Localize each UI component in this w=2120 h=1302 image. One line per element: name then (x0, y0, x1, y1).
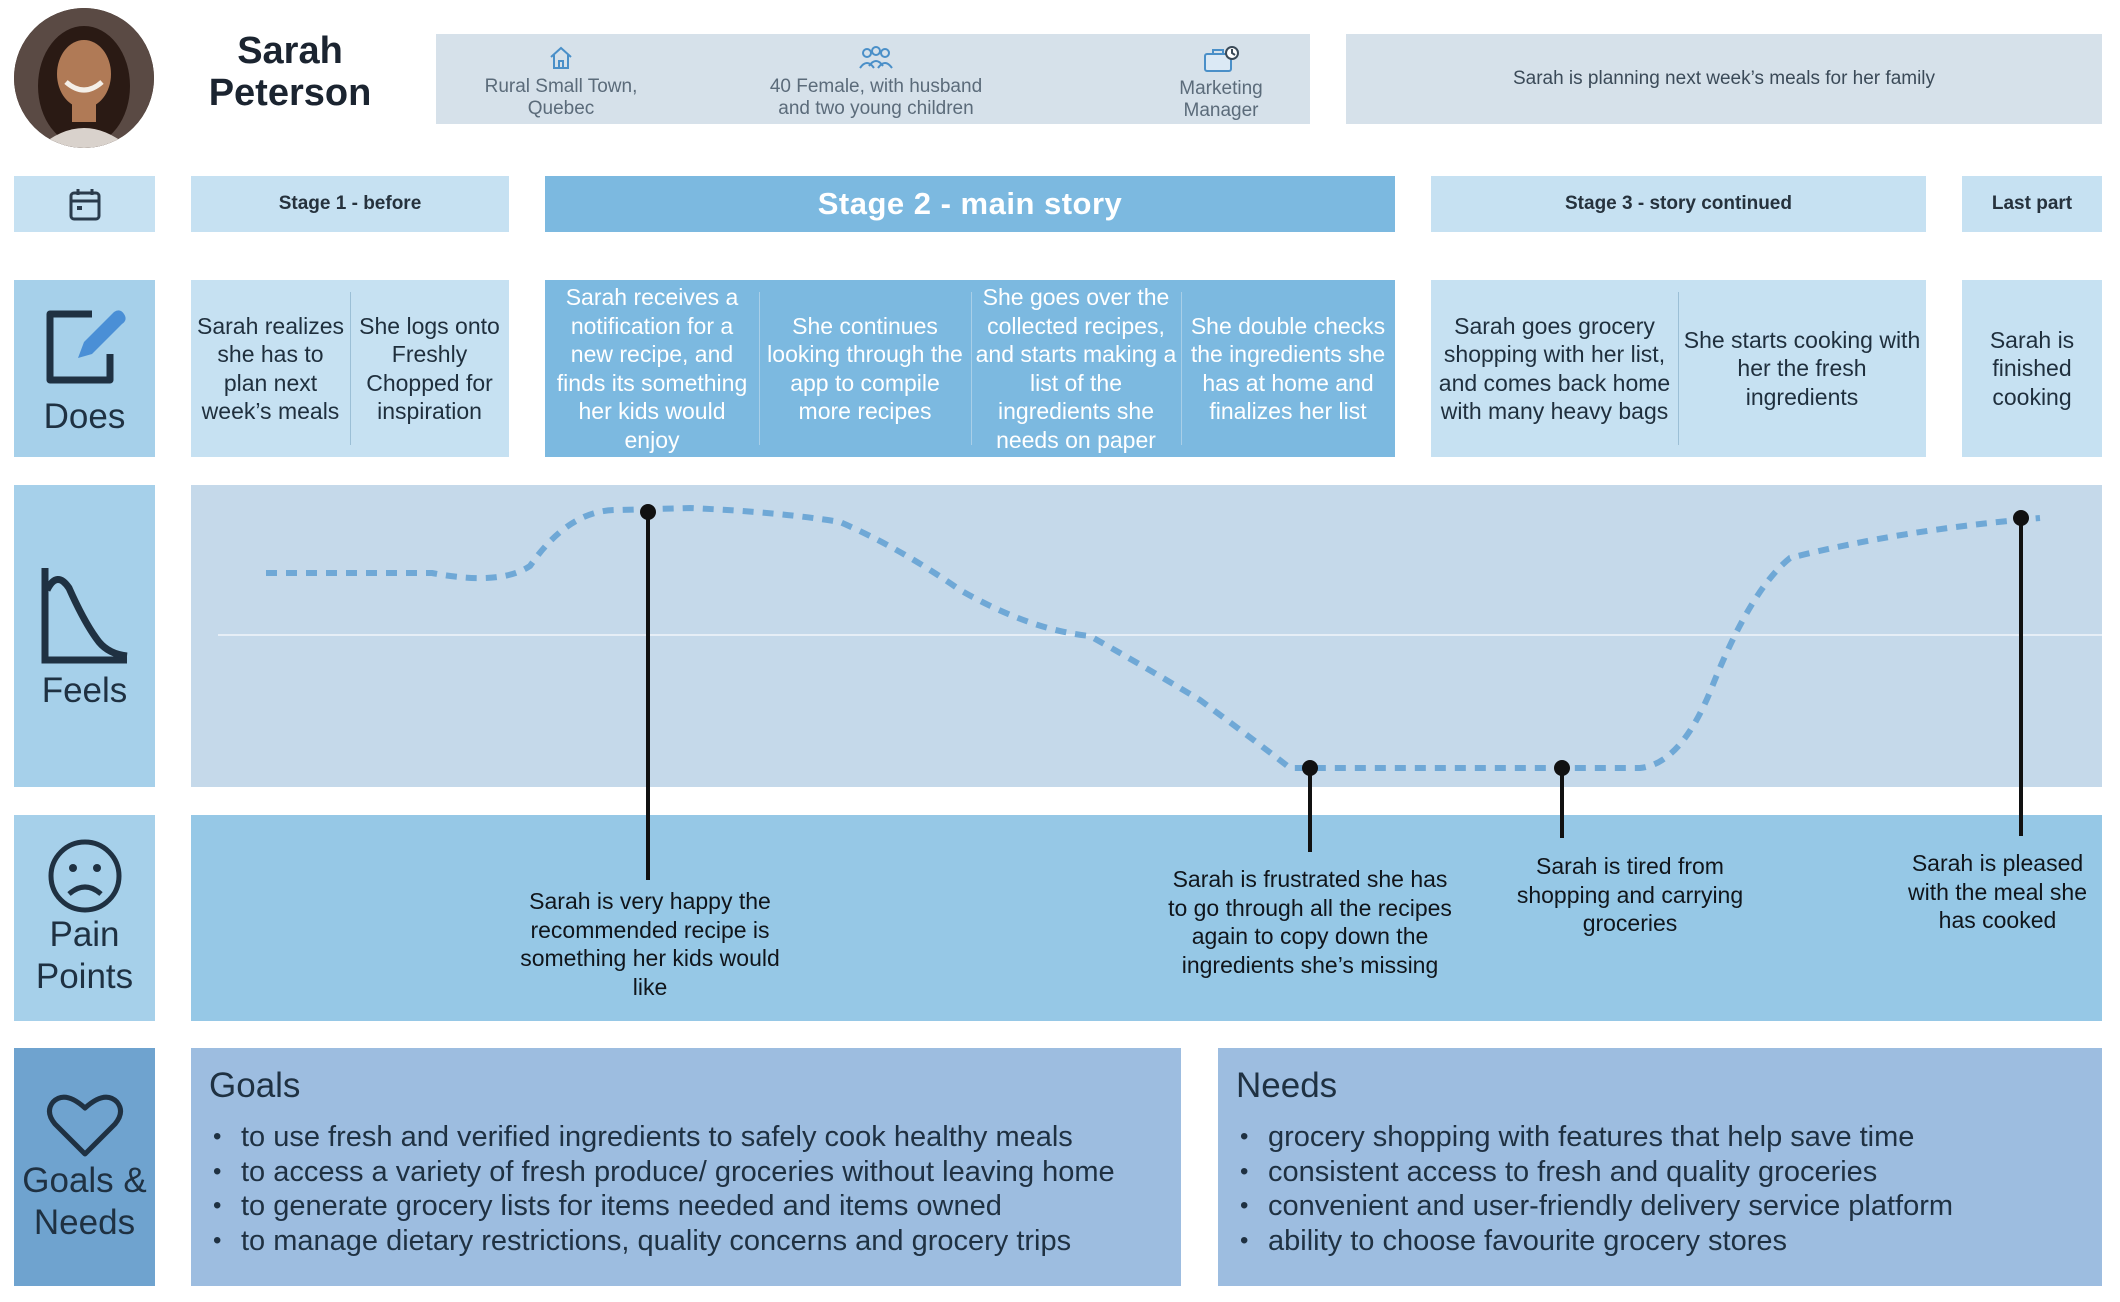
row-label-feels: Feels (14, 485, 155, 787)
need-item: grocery shopping with features that help… (1240, 1120, 2084, 1155)
persona-first-name: Sarah (237, 30, 343, 72)
persona-info-box: Rural Small Town, Quebec 40 Female, with… (436, 34, 1310, 124)
does-card: She starts cooking with her the fresh in… (1683, 326, 1921, 410)
need-item: ability to choose favourite grocery stor… (1240, 1224, 2084, 1259)
needs-panel: Needs grocery shopping with features tha… (1218, 1048, 2102, 1286)
goal-item: to use fresh and verified ingredients to… (213, 1120, 1163, 1155)
does-stage-4: Sarah is finished cooking (1962, 280, 2102, 457)
goals-list: to use fresh and verified ingredients to… (209, 1120, 1163, 1258)
scenario-text: Sarah is planning next week’s meals for … (1512, 68, 1936, 89)
pain-point-frustrated: Sarah is frustrated she has to go throug… (1168, 866, 1452, 978)
stage-3-header: Stage 3 - story continued (1431, 176, 1926, 232)
persona-occupation: Marketing Manager (1146, 44, 1296, 122)
does-card: She logs onto Freshly Chopped for inspir… (359, 312, 500, 425)
does-card: Sarah receives a notification for a new … (556, 284, 748, 453)
does-card: She goes over the collected recipes, and… (975, 284, 1177, 453)
edit-icon (46, 309, 126, 383)
goal-item: to manage dietary restrictions, quality … (213, 1224, 1163, 1259)
stage-2-header: Stage 2 - main story (545, 176, 1395, 232)
needs-list: grocery shopping with features that help… (1236, 1120, 2084, 1258)
pain-point-pleased: Sarah is pleased with the meal she has c… (1908, 850, 2087, 933)
does-stage-2: Sarah receives a notification for a new … (545, 280, 1395, 457)
persona-location: Rural Small Town, Quebec (456, 44, 666, 120)
family-icon (859, 46, 893, 69)
stage-4-header: Last part (1962, 176, 2102, 232)
row-label-goals-needs: Goals & Needs (14, 1048, 155, 1286)
heart-icon (46, 1094, 123, 1157)
row-label-does: Does (14, 280, 155, 457)
pain-point-happy: Sarah is very happy the recommended reci… (520, 888, 780, 1000)
does-card: Sarah realizes she has to plan next week… (196, 312, 345, 425)
stage-label-cell (14, 176, 155, 232)
need-item: consistent access to fresh and quality g… (1240, 1155, 2084, 1190)
stage-1-header: Stage 1 - before (191, 176, 509, 232)
does-card: Sarah goes grocery shopping with her lis… (1438, 312, 1671, 425)
calendar-icon (69, 189, 100, 221)
pain-point-tired: Sarah is tired from shopping and carryin… (1516, 853, 1744, 936)
persona-last-name: Peterson (208, 72, 372, 114)
feels-panel (191, 485, 2102, 787)
emotion-curve-icon (41, 568, 127, 664)
does-stage-3: Sarah goes grocery shopping with her lis… (1431, 280, 1926, 457)
home-icon (550, 46, 572, 69)
does-card: She double checks the ingredients she ha… (1190, 312, 1386, 425)
persona-avatar (14, 8, 154, 148)
pain-points-panel (191, 815, 2102, 1021)
briefcase-icon (1204, 46, 1239, 72)
needs-title: Needs (1236, 1066, 1338, 1105)
does-card: She continues looking through the app to… (767, 312, 963, 425)
need-item: convenient and user-friendly delivery se… (1240, 1189, 2084, 1224)
persona-demographics: 40 Female, with husband and two young ch… (761, 44, 991, 120)
sad-face-icon (48, 839, 121, 913)
scenario-box: Sarah is planning next week’s meals for … (1346, 34, 2102, 124)
avatar-icon (14, 8, 154, 148)
row-label-pain-points: Pain Points (14, 815, 155, 1021)
does-card: Sarah is finished cooking (1989, 326, 2075, 410)
persona-name: Sarah Peterson (190, 30, 390, 114)
goals-panel: Goals to use fresh and verified ingredie… (191, 1048, 1181, 1286)
goals-title: Goals (209, 1066, 301, 1105)
does-stage-1: Sarah realizes she has to plan next week… (191, 280, 509, 457)
goal-item: to access a variety of fresh produce/ gr… (213, 1155, 1163, 1190)
goal-item: to generate grocery lists for items need… (213, 1189, 1163, 1224)
